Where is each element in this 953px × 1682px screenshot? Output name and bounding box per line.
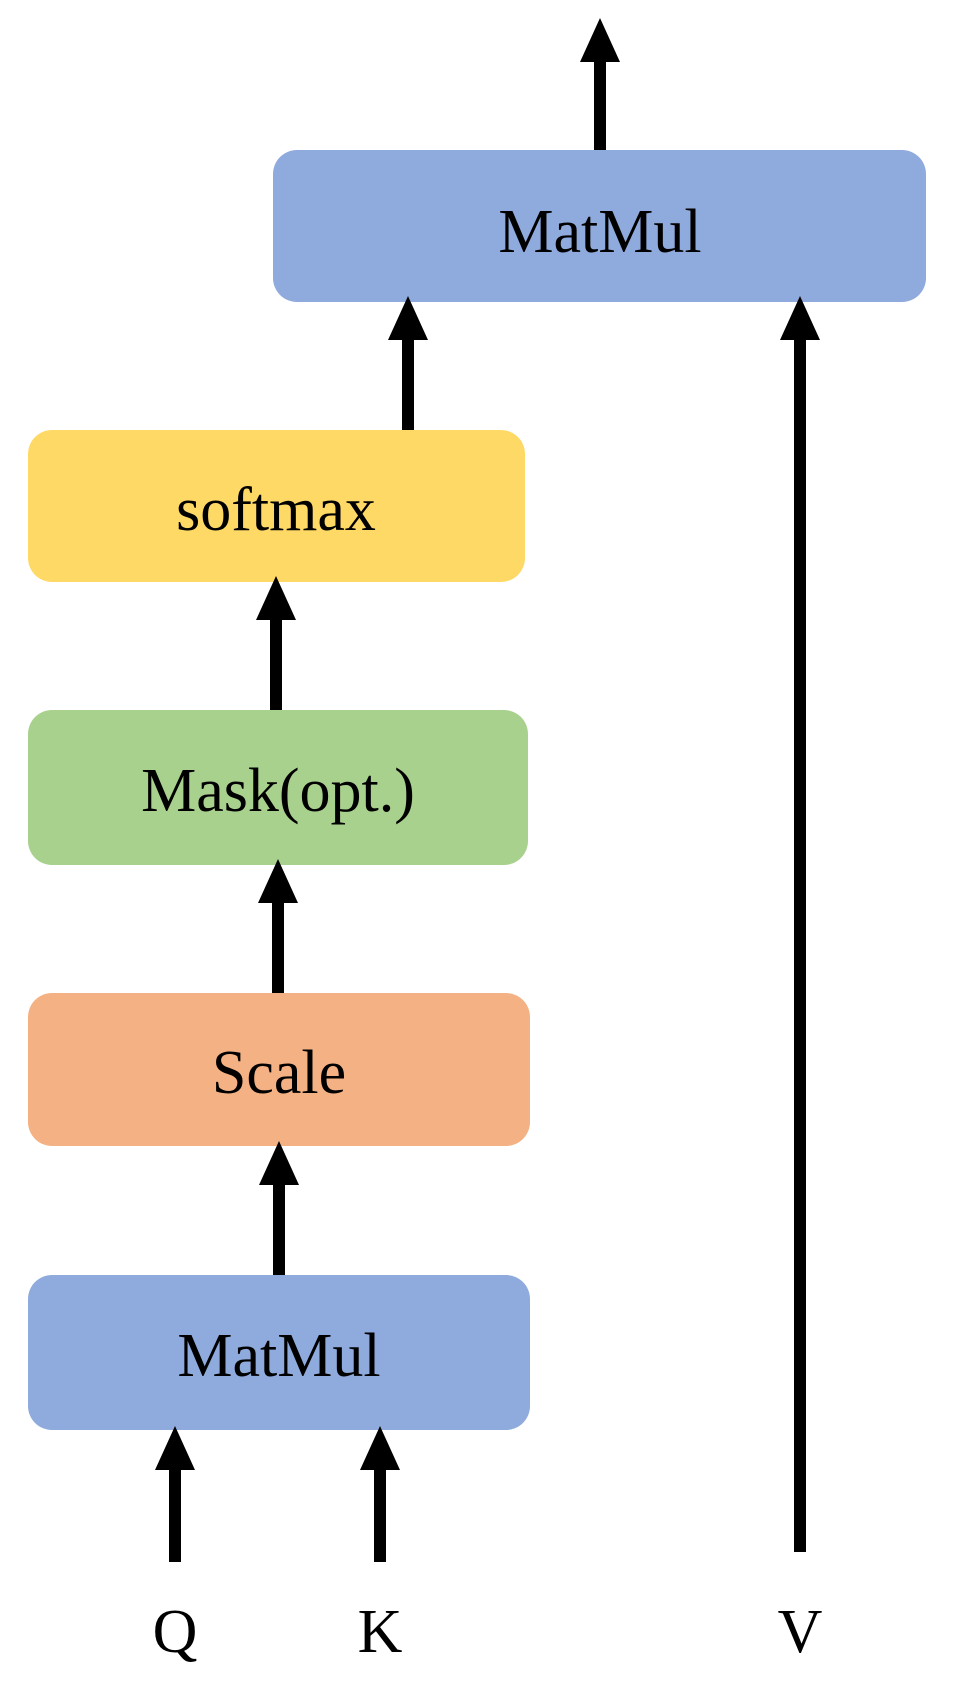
scale-box [28, 993, 530, 1146]
softmax-box [28, 430, 525, 582]
mask-to-softmax-arrow [256, 576, 296, 713]
scale-to-mask-arrow [258, 859, 298, 996]
mask-box [28, 710, 528, 865]
k-input-label: K [358, 1598, 403, 1666]
softmax-label: softmax [176, 476, 376, 544]
matmul-bottom-node: MatMul [28, 1275, 530, 1430]
softmax-to-matmul-arrow [388, 296, 428, 433]
matmul-to-scale-arrow [259, 1141, 299, 1278]
softmax-node: softmax [28, 430, 525, 582]
q-input-label: Q [153, 1598, 198, 1666]
v-to-matmul-arrow [780, 296, 820, 1552]
k-to-matmul-arrow [360, 1426, 400, 1562]
matmul-top-node: MatMul [273, 150, 926, 302]
scale-node: Scale [28, 993, 530, 1146]
v-input-label: V [778, 1598, 823, 1666]
matmul-bottom-box [28, 1275, 530, 1430]
output-arrow [580, 18, 620, 155]
mask-node: Mask(opt.) [28, 710, 528, 865]
q-to-matmul-arrow [155, 1426, 195, 1562]
matmul-top-box [273, 150, 926, 302]
matmul-top-label: MatMul [498, 198, 701, 266]
matmul-bottom-label: MatMul [177, 1322, 380, 1390]
mask-label: Mask(opt.) [141, 757, 415, 825]
scale-label: Scale [212, 1039, 346, 1107]
